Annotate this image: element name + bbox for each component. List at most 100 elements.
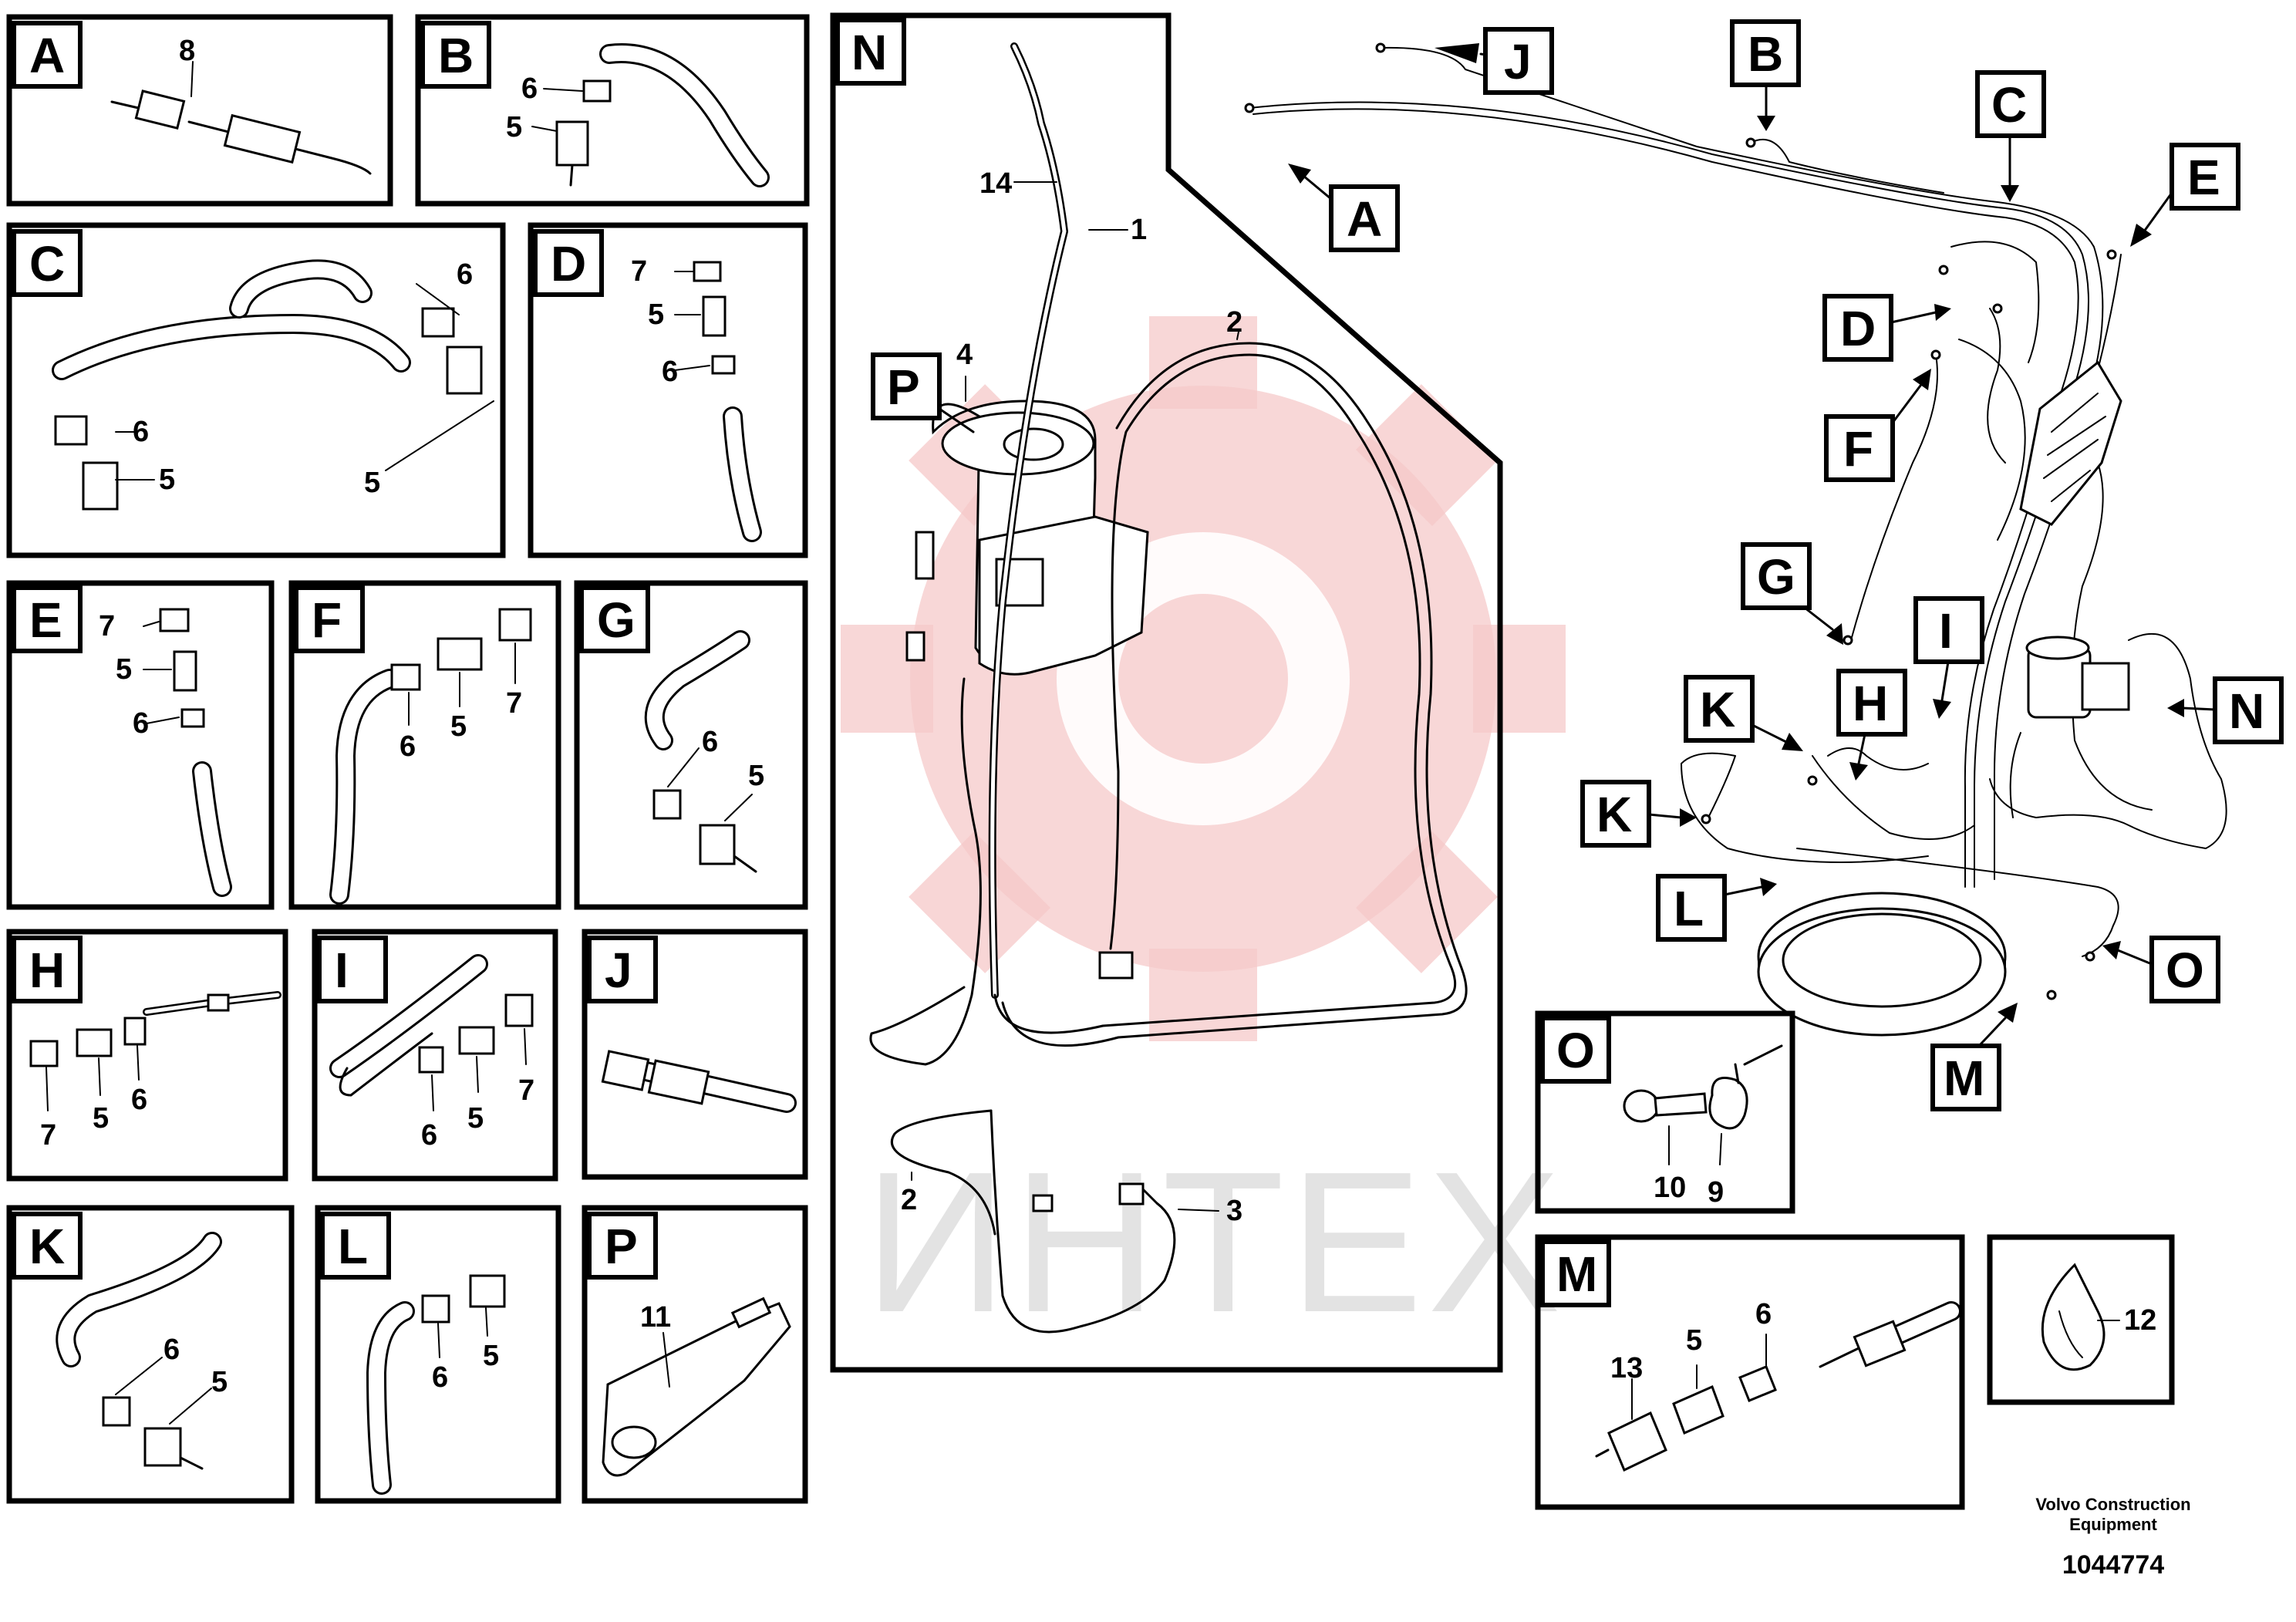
panel-letter: F	[312, 592, 342, 648]
part-number: 5	[93, 1102, 109, 1135]
svg-text:J: J	[1504, 34, 1532, 89]
svg-text:D: D	[1840, 301, 1876, 356]
part-number: 9	[1708, 1176, 1724, 1209]
overview-callout-l: L	[1656, 874, 1777, 942]
watermark-text: ИНТЕХ	[864, 1131, 1566, 1354]
panel-letter: G	[597, 592, 636, 648]
part-number: 6	[457, 258, 473, 291]
overview-callout-f: F	[1824, 369, 1931, 482]
part-number: 5	[450, 710, 467, 743]
part-number: 3	[1226, 1195, 1242, 1227]
pump-unit	[1989, 632, 2227, 849]
brand-line-2: Equipment	[2069, 1515, 2157, 1534]
panel-letter: P	[605, 1219, 638, 1274]
part-number: 5	[159, 464, 175, 496]
brand-line-1: Volvo Construction	[2035, 1495, 2190, 1514]
part-number: 7	[99, 610, 115, 642]
slewing-ring	[1757, 892, 2007, 1037]
part-number: 6	[133, 416, 149, 448]
part-number: 7	[506, 687, 522, 720]
panel-letter: L	[338, 1219, 368, 1274]
panel-letter: H	[29, 943, 65, 998]
part-number: 5	[211, 1366, 228, 1398]
detail-panel-cable-tie: 12	[1987, 1234, 2175, 1405]
callout-letter: P	[887, 359, 920, 415]
part-number: 8	[179, 35, 195, 67]
panel-letter: K	[29, 1219, 65, 1274]
part-number: 1	[1131, 214, 1147, 246]
part-number: 5	[483, 1340, 499, 1372]
part-number: 6	[131, 1084, 147, 1116]
detail-panel-p: P 11	[582, 1205, 808, 1504]
part-number: 12	[2124, 1304, 2156, 1337]
panel-letter: J	[605, 943, 632, 998]
detail-panel-j: J	[582, 929, 808, 1180]
part-number: 6	[432, 1361, 448, 1394]
overview-callout-j: J	[1435, 27, 1554, 95]
part-number: 5	[648, 298, 664, 331]
panel-letter: B	[438, 28, 474, 83]
detail-panel-i: I 6 5 7	[312, 929, 558, 1182]
overview-callout-k-upper: K	[1684, 675, 1803, 751]
part-number: 5	[748, 760, 764, 792]
detail-panel-k: K 6 5	[6, 1205, 295, 1504]
part-number: 6	[421, 1119, 437, 1152]
part-number: 7	[518, 1074, 534, 1107]
detail-panel-o: O 10 9	[1535, 1010, 1795, 1214]
overview-callout-d: D	[1822, 294, 1951, 362]
part-number: 5	[467, 1102, 484, 1135]
detail-panel-l: L 6 5	[315, 1205, 561, 1504]
svg-text:K: K	[1700, 682, 1735, 737]
part-number: 14	[979, 167, 1012, 200]
panel-letter: N	[851, 25, 887, 80]
distribution-block	[2019, 360, 2122, 526]
svg-text:A: A	[1347, 191, 1382, 247]
part-number: 6	[521, 73, 538, 105]
lubrication-tank	[915, 400, 1149, 676]
svg-text:C: C	[1991, 77, 2027, 133]
detail-panel-c: C 6 6 5 5	[6, 222, 506, 558]
svg-text:E: E	[2187, 150, 2220, 205]
svg-text:I: I	[1939, 603, 1953, 659]
part-number: 6	[400, 730, 416, 763]
part-number: 2	[901, 1184, 917, 1216]
overview-callout-c: C	[1975, 70, 2046, 202]
overview-callout-i: I	[1913, 596, 1984, 719]
overview-assembly: J B C E A D	[1244, 19, 2284, 1111]
overview-callout-k-lower: K	[1580, 780, 1697, 848]
part-number: 11	[640, 1301, 671, 1334]
svg-text:N: N	[2229, 683, 2264, 739]
overview-callout-g: G	[1741, 542, 1843, 645]
panel-letter: O	[1556, 1023, 1595, 1078]
detail-panel-m: M 13 5 6	[1535, 1234, 1965, 1510]
part-number: 7	[631, 255, 647, 288]
part-number: 6	[662, 356, 678, 388]
svg-text:M: M	[1944, 1050, 1984, 1106]
overview-callout-n: N	[2167, 676, 2284, 744]
part-number: 7	[40, 1119, 56, 1152]
panel-letter: E	[29, 592, 62, 648]
part-number: 4	[956, 339, 973, 371]
detail-panel-h: H 7 5 6	[6, 929, 288, 1182]
part-number: 6	[1755, 1298, 1772, 1330]
footer-brand: Volvo Construction Equipment 1044774	[2035, 1495, 2190, 1580]
svg-text:B: B	[1748, 26, 1783, 82]
detail-panel-g: G 6 5	[574, 580, 808, 910]
panel-letter: C	[29, 236, 65, 292]
svg-text:F: F	[1843, 421, 1873, 477]
part-number: 13	[1610, 1352, 1643, 1384]
part-number: 6	[133, 707, 149, 740]
overview-callout-m: M	[1930, 1003, 2018, 1111]
detail-panel-f: F 6 5 7	[288, 580, 561, 910]
part-number: 2	[1226, 306, 1242, 339]
part-number: 5	[506, 111, 522, 143]
overview-callout-h: H	[1836, 669, 1907, 781]
detail-panel-e: E 7 5 6	[6, 580, 275, 910]
part-number: 6	[702, 726, 718, 758]
overview-callout-a: A	[1288, 164, 1400, 252]
overview-callout-b: B	[1730, 19, 1801, 131]
panel-letter: A	[29, 28, 65, 83]
part-number: 10	[1654, 1172, 1686, 1204]
detail-panel-a: A 8	[6, 14, 393, 207]
watermark: ИНТЕХ	[841, 316, 1566, 1354]
